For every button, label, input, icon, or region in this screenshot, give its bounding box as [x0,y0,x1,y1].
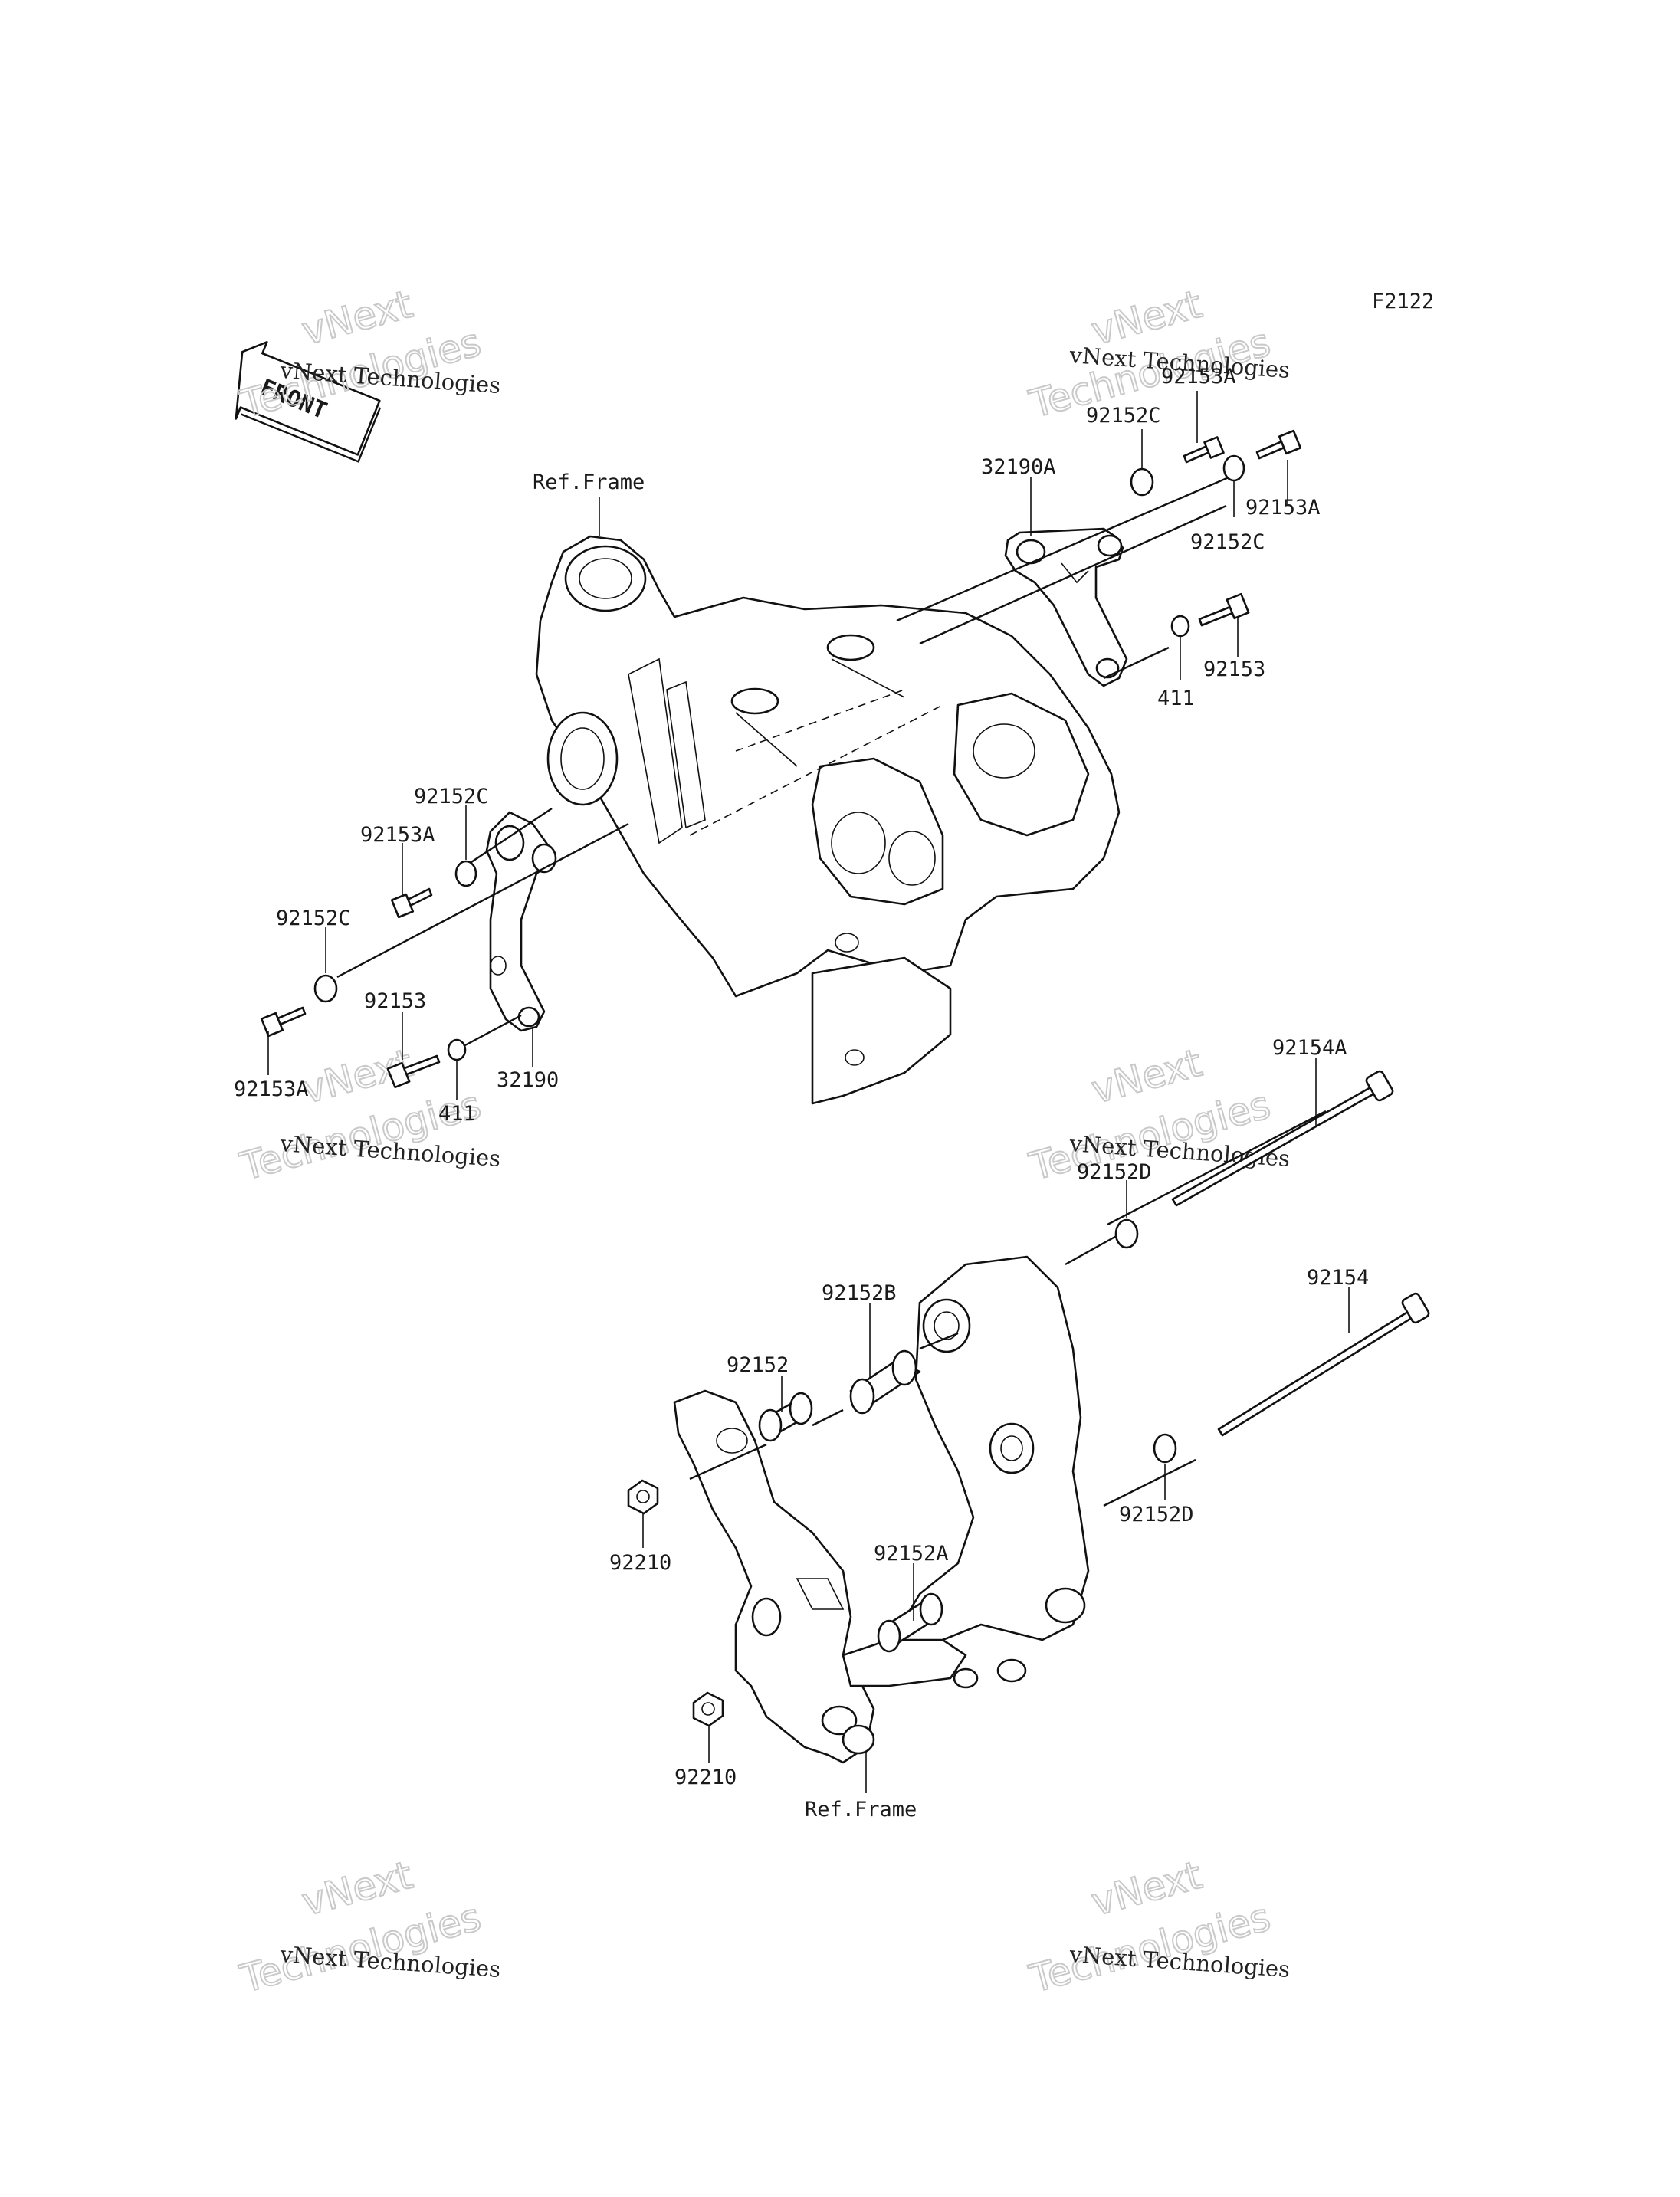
label-32190: 32190 [497,1068,559,1092]
washer-icon [1222,454,1245,482]
bolt-icon [260,1006,307,1038]
label-92153A-top: 92153A [1161,365,1236,389]
label-92153A-right: 92153A [1245,496,1321,520]
label-92154: 92154 [1307,1266,1369,1290]
washer-icon [447,1038,467,1061]
label-92210-upper: 92210 [609,1551,671,1575]
label-92152D-top: 92152D [1077,1160,1152,1184]
label-92153-left: 92153 [364,989,426,1013]
label-92152: 92152 [727,1353,789,1377]
watermark-mid-right: vNext Technologies vNext Technologies [1024,1040,1291,1190]
lower-frame-drawing [673,1255,1090,1764]
bracket-32190-drawing [485,811,557,1032]
label-92152B: 92152B [822,1281,897,1305]
diagram-code: F2122 [1372,290,1434,313]
label-32190A: 32190A [981,455,1056,479]
collar-92152A-icon [877,1592,943,1653]
watermark-bottom-right: vNext Technologies vNext Technologies [1024,1852,1291,2002]
collar-92152B-icon [849,1349,921,1415]
long-bolt-92154-icon [1217,1292,1430,1437]
ref-frame-label-bottom: Ref.Frame [805,1798,917,1822]
label-92153-right: 92153 [1203,657,1265,681]
main-frame-drawing [535,535,1121,1105]
collar-92152-icon [758,1392,813,1442]
washer-icon [313,974,338,1003]
label-92152C-left-low: 92152C [276,907,351,930]
washer-icon [1153,1433,1177,1464]
nut-icon [627,1479,659,1515]
watermark-line1: vNext [1087,1041,1206,1113]
label-92154A: 92154A [1272,1036,1347,1060]
washer-icon [1170,615,1190,638]
front-arrow-icon: FRONT [235,340,382,463]
washer-icon [1114,1218,1139,1249]
watermark-line1: vNext [1087,1853,1206,1925]
washer-icon [454,860,477,887]
ref-frame-label-top: Ref.Frame [533,471,645,494]
label-92152A: 92152A [874,1542,949,1566]
bolt-icon [390,887,433,919]
label-411-right: 411 [1157,687,1195,710]
long-bolt-92154A-icon [1171,1070,1394,1207]
watermark-bottom-left: vNext Technologies vNext Technologies [235,1852,501,2002]
top-right-hardware [896,429,1302,680]
bolt-icon [386,1054,441,1089]
lower-hardware [627,1070,1430,1727]
label-92153A-left-up: 92153A [360,823,435,847]
left-hardware [260,808,629,1089]
bolt-icon [1183,436,1225,464]
watermark-line1: vNext [297,1853,417,1925]
washer-icon [1130,467,1154,497]
bolt-icon [1255,429,1302,460]
label-92152C-left-up: 92152C [414,785,489,808]
bracket-32190A-drawing [1004,527,1128,687]
leader-lines [267,391,1350,1793]
label-92153A-left-low: 92153A [234,1077,309,1101]
label-92152C-top: 92152C [1086,404,1161,428]
label-92152D-right: 92152D [1119,1503,1194,1526]
nut-icon [692,1691,724,1727]
label-92152C-right: 92152C [1190,530,1265,554]
bolt-icon [1198,592,1250,627]
label-92210-lower: 92210 [674,1766,737,1789]
label-411-left: 411 [438,1102,476,1126]
